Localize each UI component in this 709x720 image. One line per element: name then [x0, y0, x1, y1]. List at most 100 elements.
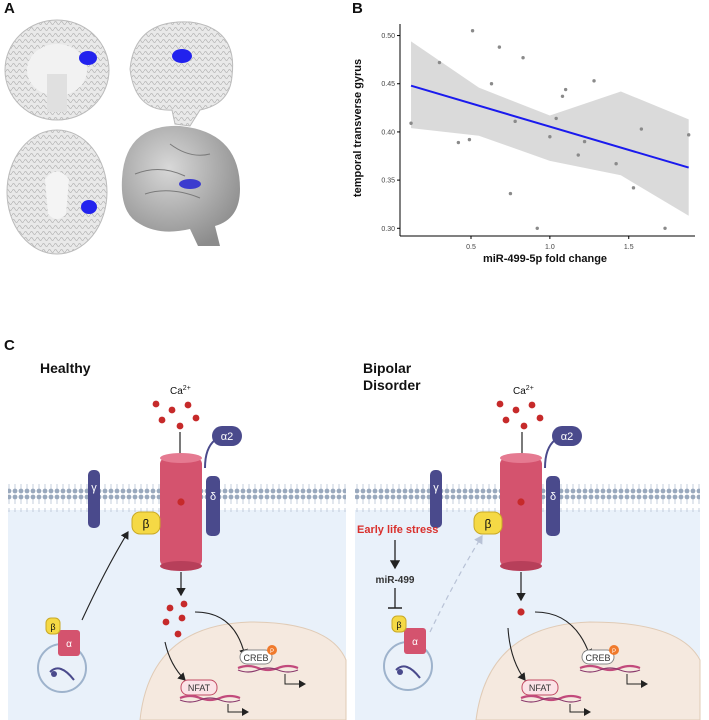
gamma-label: γ — [433, 482, 439, 494]
data-point — [489, 82, 494, 86]
coronal-slice — [4, 19, 110, 121]
sagittal-slice — [129, 21, 234, 127]
data-point — [663, 226, 667, 230]
data-point — [508, 191, 513, 196]
phospho-label: P — [612, 649, 616, 655]
data-point — [576, 153, 580, 157]
delta-label: δ — [210, 491, 216, 503]
data-point — [409, 121, 413, 125]
x-tick-label: 1.5 — [624, 244, 634, 251]
scatter-chart: miR-499-5p fold change temporal transver… — [352, 24, 695, 265]
beta-subunit — [473, 511, 503, 535]
phospho-marker — [609, 645, 619, 655]
creb-factor: CREB P — [579, 645, 648, 688]
stress-label: Early life stress — [357, 524, 438, 536]
x-tick-label: 1.0 — [545, 244, 555, 251]
calcium-channel: γ δ α2 β — [430, 426, 582, 571]
creb-label: CREB — [243, 653, 268, 663]
data-point — [631, 186, 636, 190]
gamma-label: γ — [91, 482, 97, 494]
data-point — [535, 226, 539, 230]
data-point — [686, 133, 691, 137]
vesicle: α β — [383, 615, 433, 691]
activation-cluster — [172, 49, 192, 63]
alpha2-subunit — [552, 426, 582, 446]
data-point — [456, 140, 461, 145]
vesicle-beta-subunit — [45, 617, 61, 635]
data-point — [554, 116, 558, 121]
y-tick-label: 0.40 — [381, 129, 395, 136]
vesicle-beta-subunit — [391, 615, 407, 633]
bipolar-panel: Bipolar Disorder Ca2+ γ δ α2 β Ea — [355, 360, 701, 720]
healthy-title: Healthy — [40, 360, 91, 376]
data-point — [548, 135, 552, 139]
calcium-ions-extracellular — [496, 400, 544, 430]
calcium-label: Ca2+ — [170, 385, 191, 397]
gamma-subunit — [88, 470, 100, 528]
data-point — [592, 79, 596, 83]
vesicle: α β — [37, 617, 87, 693]
calcium-label: Ca2+ — [513, 385, 534, 397]
y-tick-label: 0.50 — [381, 33, 395, 40]
nfat-label: NFAT — [188, 683, 211, 693]
data-point — [563, 87, 568, 92]
inhibition-symbol — [388, 588, 402, 609]
trafficking-arrow — [81, 531, 129, 621]
alpha2-label: α2 — [561, 431, 573, 443]
panel-label-b: B — [352, 0, 363, 17]
x-axis-label: miR-499-5p fold change — [483, 253, 607, 265]
activation-cluster — [79, 51, 97, 65]
beta-subunit — [131, 511, 161, 535]
vesicle-beta-label: β — [50, 622, 55, 632]
nfat-factor: NFAT — [179, 679, 249, 716]
nfat-label: NFAT — [529, 683, 552, 693]
x-tick-label: 0.5 — [466, 244, 476, 251]
data-point — [513, 119, 517, 124]
panel-label-a: A — [4, 0, 15, 17]
bipolar-title-line2: Disorder — [363, 377, 421, 393]
delta-label: δ — [550, 491, 556, 503]
y-tick-label: 0.45 — [381, 81, 395, 88]
pathway-diagram: Healthy Ca2+ γ δ α2 β — [8, 350, 701, 720]
y-tick-label: 0.35 — [381, 178, 395, 185]
data-point — [437, 60, 442, 65]
activation-cluster — [179, 179, 201, 189]
creb-factor: CREB P — [237, 645, 306, 688]
alpha1-pore — [500, 458, 542, 566]
beta-label: β — [485, 517, 492, 531]
nfat-arrow — [507, 627, 526, 681]
vesicle-alpha-label: α — [412, 637, 418, 648]
vesicle-alpha-label: α — [66, 639, 72, 650]
data-point — [467, 137, 472, 142]
data-point — [470, 29, 475, 33]
calcium-ions-extracellular — [152, 400, 200, 430]
panel-label-c: C — [4, 337, 15, 354]
data-point — [497, 45, 502, 49]
data-point — [560, 94, 565, 98]
y-tick-label: 0.30 — [381, 226, 395, 233]
calcium-ion-intracellular — [517, 608, 525, 616]
activation-cluster — [81, 200, 97, 214]
phospho-label: P — [270, 649, 274, 655]
nfat-factor: NFAT — [520, 679, 591, 716]
confidence-band — [411, 41, 689, 216]
regression-line — [410, 84, 689, 169]
vesicle-beta-label: β — [396, 620, 401, 630]
data-point — [582, 139, 587, 144]
delta-subunit — [206, 476, 220, 536]
creb-arrow — [194, 611, 248, 658]
vesicle-alpha-subunit — [58, 630, 80, 656]
data-point — [614, 162, 618, 166]
data-point — [639, 127, 644, 131]
gamma-subunit — [430, 470, 442, 528]
beta-label: β — [143, 517, 150, 531]
alpha2-subunit — [212, 426, 242, 446]
calcium-ions-intracellular — [162, 600, 188, 638]
impaired-trafficking-arrow — [429, 534, 483, 633]
y-axis-label: temporal transverse gyrus — [352, 59, 364, 197]
mirna-label: miR-499 — [376, 575, 415, 586]
nfat-arrow — [164, 641, 186, 681]
alpha1-pore — [160, 458, 202, 566]
alpha2-label: α2 — [221, 431, 233, 443]
phospho-marker — [267, 645, 277, 655]
